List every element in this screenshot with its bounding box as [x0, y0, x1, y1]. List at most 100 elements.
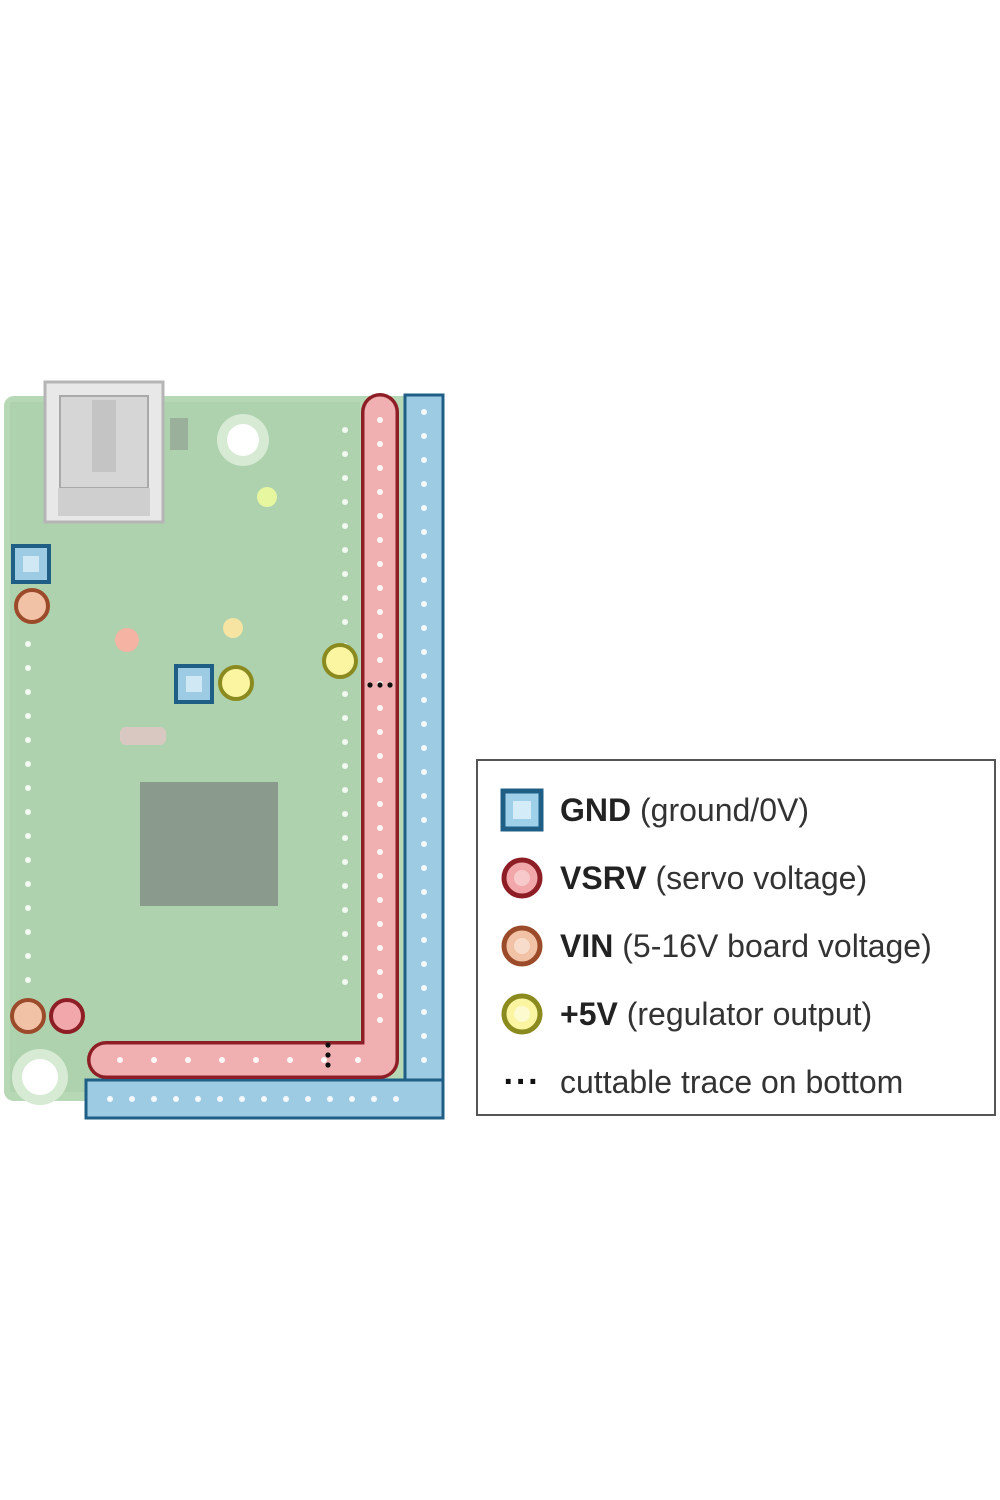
legend-box: GND (ground/0V) VSRV (servo voltage) VIN… — [476, 759, 996, 1116]
header-pin — [377, 705, 383, 711]
vin-marker — [10, 998, 46, 1034]
dots-icon: ··· — [503, 1063, 541, 1101]
gnd-rail — [84, 393, 445, 1120]
header-pin — [342, 883, 348, 889]
vsrv-circle-icon — [498, 854, 546, 902]
header-pin — [342, 739, 348, 745]
header-pin — [377, 801, 383, 807]
legend-item-5v: +5V (regulator output) — [498, 989, 872, 1039]
header-pin — [377, 777, 383, 783]
header-pin — [342, 691, 348, 697]
header-pin — [342, 835, 348, 841]
vsrv-rail — [87, 393, 399, 1079]
legend-trace-text: cuttable trace on bottom — [560, 1063, 904, 1100]
legend-key: VIN — [560, 927, 614, 964]
yellow-led-icon — [223, 618, 243, 638]
vsrv-marker — [49, 998, 85, 1034]
header-pin — [421, 481, 427, 487]
header-pin — [377, 657, 383, 663]
header-pin — [421, 889, 427, 895]
header-pin — [25, 833, 31, 839]
header-pin — [377, 897, 383, 903]
header-pin — [151, 1057, 157, 1063]
header-pin — [217, 1096, 223, 1102]
header-pin — [342, 715, 348, 721]
header-pin — [25, 953, 31, 959]
five-volt-marker — [322, 643, 358, 679]
header-pin — [371, 1096, 377, 1102]
header-pin — [377, 633, 383, 639]
gnd-marker — [174, 664, 214, 704]
header-pin — [421, 553, 427, 559]
header-pin — [377, 969, 383, 975]
usb-connector-icon — [43, 380, 165, 524]
header-pin — [25, 665, 31, 671]
header-pin — [25, 689, 31, 695]
header-pin — [421, 985, 427, 991]
legend-desc: (servo voltage) — [655, 859, 868, 896]
header-pin — [342, 907, 348, 913]
header-pin — [342, 595, 348, 601]
legend-key: VSRV — [560, 859, 647, 896]
header-pin — [342, 547, 348, 553]
legend-item-gnd: GND (ground/0V) — [498, 785, 809, 835]
header-pin — [393, 1096, 399, 1102]
vsrv-rail-pins — [117, 417, 383, 1063]
header-pin — [342, 859, 348, 865]
header-pin — [342, 475, 348, 481]
header-pin — [305, 1096, 311, 1102]
legend-item-vsrv: VSRV (servo voltage) — [498, 853, 867, 903]
header-pin — [342, 763, 348, 769]
mounting-hole-icon — [12, 1049, 68, 1105]
header-pin — [377, 441, 383, 447]
header-pin — [283, 1096, 289, 1102]
gnd-rail-pins — [107, 409, 427, 1102]
header-pin — [173, 1096, 179, 1102]
header-pin — [25, 857, 31, 863]
header-pin — [327, 1096, 333, 1102]
header-pin — [25, 737, 31, 743]
header-pin — [421, 601, 427, 607]
legend-item-vin: VIN (5-16V board voltage) — [498, 921, 932, 971]
header-pin — [342, 571, 348, 577]
header-pin — [25, 977, 31, 983]
header-pin — [421, 817, 427, 823]
header-pin — [377, 1017, 383, 1023]
header-pin — [25, 881, 31, 887]
header-pin — [377, 489, 383, 495]
header-pin — [421, 721, 427, 727]
header-pin — [377, 729, 383, 735]
header-pin — [421, 793, 427, 799]
header-pin — [377, 609, 383, 615]
header-pin — [107, 1096, 113, 1102]
header-pin — [377, 921, 383, 927]
header-pin — [377, 873, 383, 879]
header-pin — [195, 1096, 201, 1102]
header-pin — [377, 849, 383, 855]
resistor-pack-icon — [120, 727, 166, 745]
header-pin — [421, 649, 427, 655]
five-volt-circle-icon — [498, 990, 546, 1038]
header-pin — [421, 865, 427, 871]
header-pin — [421, 961, 427, 967]
vin-circle-icon — [498, 922, 546, 970]
header-pin — [377, 465, 383, 471]
header-pin — [377, 537, 383, 543]
header-pin — [421, 529, 427, 535]
red-led-icon — [115, 628, 139, 652]
header-pin — [355, 1057, 361, 1063]
legend-desc: (ground/0V) — [640, 791, 809, 828]
header-pin — [342, 787, 348, 793]
header-pin — [342, 451, 348, 457]
header-pin — [185, 1057, 191, 1063]
header-pin — [321, 1057, 327, 1063]
cuttable-trace-marker — [325, 1042, 331, 1068]
legend-desc: (5-16V board voltage) — [622, 927, 932, 964]
header-pin — [421, 673, 427, 679]
header-pin — [421, 577, 427, 583]
header-pin — [117, 1057, 123, 1063]
header-pin — [421, 625, 427, 631]
header-pin — [421, 937, 427, 943]
header-pin — [421, 1057, 427, 1063]
header-pin — [421, 1009, 427, 1015]
